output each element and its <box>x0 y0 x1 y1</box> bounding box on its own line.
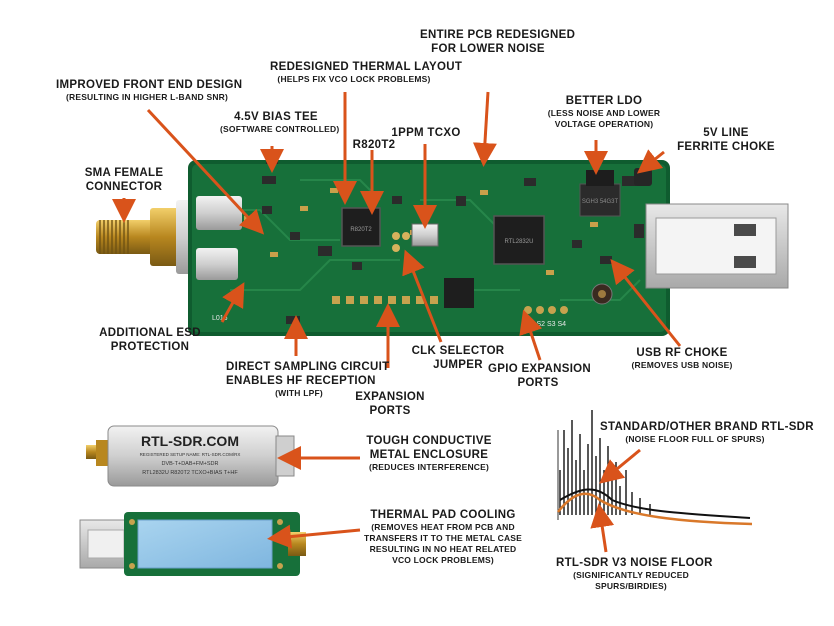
expansion-line2: PORTS <box>369 405 411 417</box>
label-gpio: GPIO EXPANSION PORTS <box>488 362 592 390</box>
r820t2-title: R820T2 <box>352 139 396 151</box>
bias-tee-sub: (SOFTWARE CONTROLLED) <box>220 124 340 134</box>
tcxo-title: 1PPM TCXO <box>391 127 461 139</box>
label-tcxo: 1PPM TCXO <box>390 126 462 140</box>
label-pcb-redesigned: ENTIRE PCB REDESIGNED FOR LOWER NOISE <box>420 28 576 56</box>
ferrite-line2: FERRITE CHOKE <box>677 141 775 153</box>
sma-line2: CONNECTOR <box>85 181 163 193</box>
ldo-sub1: (LESS NOISE AND LOWER <box>547 108 661 118</box>
label-direct-sampling: DIRECT SAMPLING CIRCUIT ENABLES HF RECEP… <box>226 360 390 399</box>
gpio-line2: PORTS <box>517 377 559 389</box>
v3-arrow <box>590 503 615 553</box>
label-better-ldo: BETTER LDO (LESS NOISE AND LOWER VOLTAGE… <box>544 94 664 130</box>
enclosure-line2: DVB-T+DAB+FM+SDR <box>162 461 219 467</box>
pcb-arrows <box>112 91 682 368</box>
label-standard-rtlsdr: STANDARD/OTHER BRAND RTL-SDR (NOISE FLOO… <box>600 420 814 445</box>
label-thermal-layout: REDESIGNED THERMAL LAYOUT (HELPS FIX VCO… <box>270 60 463 85</box>
ldo-chip-text: SGH3 54G3T <box>582 199 619 205</box>
v3-floor <box>557 492 753 526</box>
thermal-pad-title: THERMAL PAD COOLING <box>370 509 516 521</box>
rtl2832u-chip <box>493 215 545 265</box>
enclosure-line3: RTL2832U R820T2 TCXO+BIAS T+HF <box>142 470 238 476</box>
label-bias-tee: 4.5V BIAS TEE (SOFTWARE CONTROLLED) <box>220 110 340 135</box>
thermal-pad-sub3: RESULTING IN NO HEAT RELATED <box>369 544 517 554</box>
front-end-title: IMPROVED FRONT END DESIGN <box>56 79 243 91</box>
pcb-line1: ENTIRE PCB REDESIGNED <box>420 29 576 41</box>
thermal-pad-sub1: (REMOVES HEAT FROM PCB AND <box>371 522 515 532</box>
thermal-pad-graphic <box>79 512 306 576</box>
thermal-pad-arrow <box>267 524 361 549</box>
thermal-layout-sub: (HELPS FIX VCO LOCK PROBLEMS) <box>277 74 431 84</box>
direct-sampling-sub: (WITH LPF) <box>275 388 323 398</box>
tcxo-graphic <box>411 223 439 247</box>
label-r820t2: R820T2 <box>348 138 400 152</box>
ldo-graphic <box>579 183 621 217</box>
enclosure-label-line2: METAL ENCLOSURE <box>369 449 489 461</box>
usb-plug-graphic <box>645 203 789 289</box>
sma-connector-graphic <box>96 200 196 274</box>
gpio-line1: GPIO EXPANSION <box>488 363 592 375</box>
main-pcb: R820T2 RTL2832U SGH3 54G3T <box>96 150 789 336</box>
label-expansion: EXPANSION PORTS <box>350 390 430 418</box>
standard-sub: (NOISE FLOOR FULL OF SPURS) <box>625 434 765 444</box>
thermal-layout-title: REDESIGNED THERMAL LAYOUT <box>270 61 463 73</box>
thermal-pad-sub4: VCO LOCK PROBLEMS) <box>392 555 494 565</box>
usb-choke-sub: (REMOVES USB NOISE) <box>631 360 733 370</box>
thermal-pad-sub2: TRANSFERS IT TO THE METAL CASE <box>363 533 523 543</box>
enclosure-label-sub: (REDUCES INTERFERENCE) <box>368 462 490 472</box>
enclosure-label-line1: TOUGH CONDUCTIVE <box>366 435 492 447</box>
standard-title: STANDARD/OTHER BRAND RTL-SDR <box>600 421 814 433</box>
usb-choke-title: USB RF CHOKE <box>636 347 728 359</box>
label-clk-selector: CLK SELECTOR JUMPER <box>410 344 506 372</box>
expansion-line1: EXPANSION <box>355 391 425 403</box>
r820t2-chip-text: R820T2 <box>350 227 372 233</box>
direct-sampling-line1: DIRECT SAMPLING CIRCUIT <box>226 361 390 373</box>
metal-enclosure-graphic: RTL-SDR.COM REGISTERED SETUP NAME: RTL-S… <box>86 425 295 487</box>
esd-line1: ADDITIONAL ESD <box>99 327 201 339</box>
standard-arrow <box>599 448 641 484</box>
ldo-sub2: VOLTAGE OPERATION) <box>554 119 654 129</box>
label-usb-choke: USB RF CHOKE (REMOVES USB NOISE) <box>616 346 748 371</box>
label-esd: ADDITIONAL ESD PROTECTION <box>90 326 210 354</box>
direct-sampling-line2: ENABLES HF RECEPTION <box>226 375 376 387</box>
label-ferrite: 5V LINE FERRITE CHOKE <box>676 126 776 154</box>
gpio-silk: S1 S2 S3 S4 <box>526 321 566 328</box>
label-thermal-pad: THERMAL PAD COOLING (REMOVES HEAT FROM P… <box>362 508 524 566</box>
board-code-silk: L016 <box>212 315 228 322</box>
clk-line1: CLK SELECTOR <box>411 345 505 357</box>
rtl2832u-chip-text: RTL2832U <box>505 239 534 245</box>
front-end-sub: (RESULTING IN HIGHER L-BAND SNR) <box>65 92 229 102</box>
v3-sub1: (SIGNIFICANTLY REDUCED <box>573 570 689 580</box>
esd-line2: PROTECTION <box>110 341 190 353</box>
ferrite-line1: 5V LINE <box>703 127 749 139</box>
v3-sub2: SPURS/BIRDIES) <box>595 581 667 591</box>
ldo-title: BETTER LDO <box>565 95 643 107</box>
v3-title: RTL-SDR V3 NOISE FLOOR <box>556 557 713 569</box>
label-sma: SMA FEMALE CONNECTOR <box>76 166 172 194</box>
bias-tee-title: 4.5V BIAS TEE <box>234 111 318 123</box>
enclosure-brand: RTL-SDR.COM <box>141 433 239 449</box>
label-v3-floor: RTL-SDR V3 NOISE FLOOR (SIGNIFICANTLY RE… <box>556 556 713 592</box>
enclosure-line1: REGISTERED SETUP NAME: RTL-SDR.COM/RX <box>140 452 241 457</box>
sma-line1: SMA FEMALE <box>84 167 164 179</box>
standard-floor <box>559 488 751 519</box>
label-front-end: IMPROVED FRONT END DESIGN (RESULTING IN … <box>56 78 243 103</box>
expansion-pins-graphic <box>332 296 438 304</box>
clk-line2: JUMPER <box>433 359 483 371</box>
pcb-line2: FOR LOWER NOISE <box>431 43 545 55</box>
label-enclosure: TOUGH CONDUCTIVE METAL ENCLOSURE (REDUCE… <box>362 434 496 473</box>
